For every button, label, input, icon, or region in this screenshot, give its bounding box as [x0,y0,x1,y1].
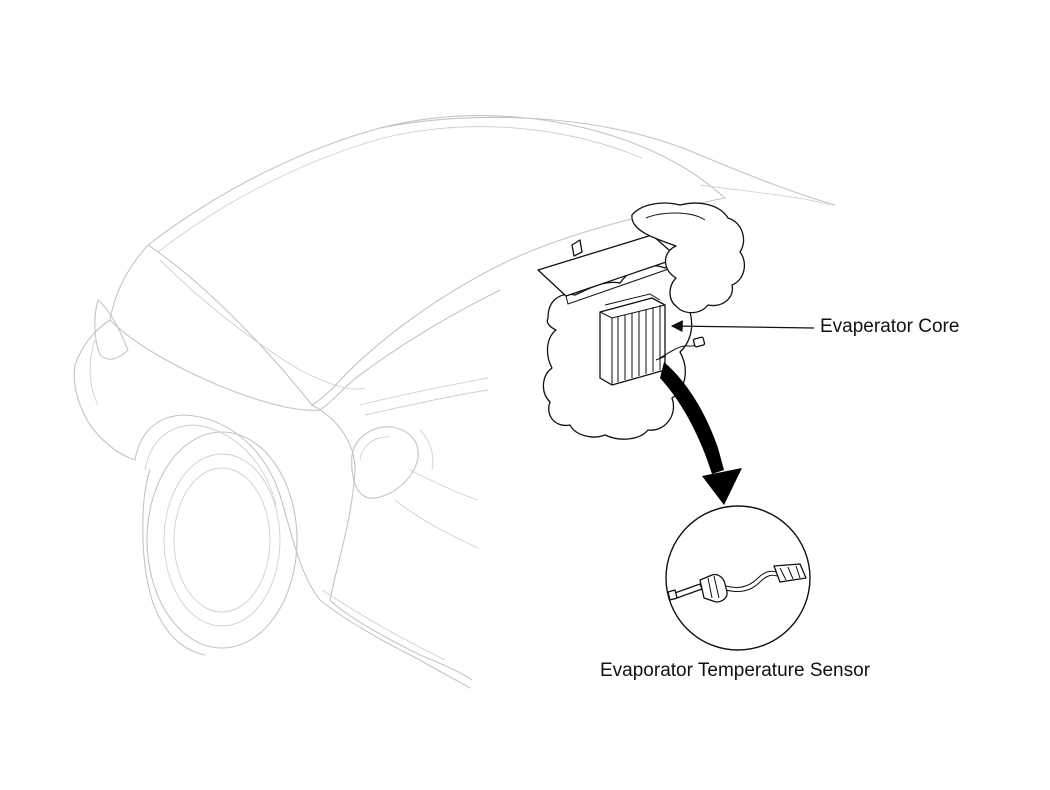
headlamp [94,299,129,360]
evaporator-core-label: Evaperator Core [820,316,960,337]
vehicle-body-outline [73,115,836,689]
temperature-sensor-icon [667,563,807,603]
curved-arrow-icon [660,362,742,505]
temperature-sensor-label: Evaporator Temperature Sensor [600,660,871,681]
front-fascia [73,319,136,461]
sensor-detail-view [665,505,811,651]
core-leader-line [670,320,815,333]
door-outline [311,404,473,681]
side-mirror [351,426,419,499]
roof-line [379,116,836,206]
hood [109,244,501,411]
front-wheel [146,431,298,649]
front-fender [134,414,471,689]
